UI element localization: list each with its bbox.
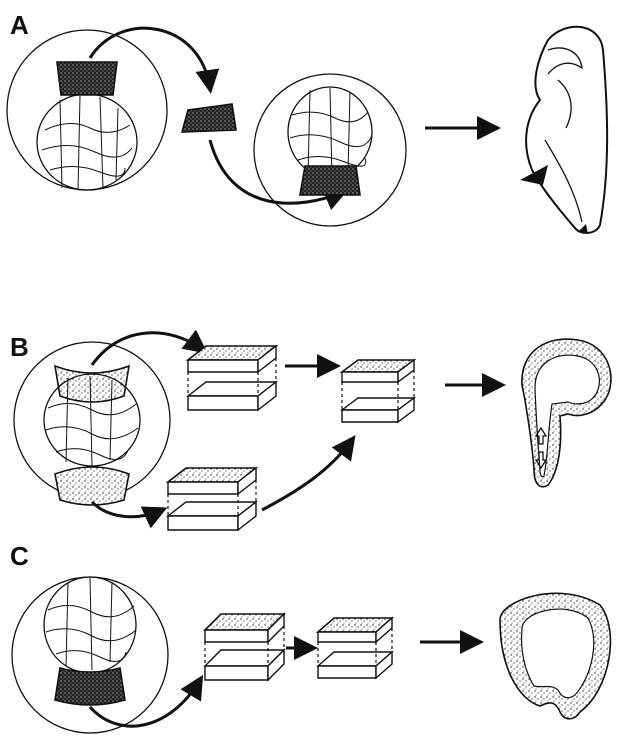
panel-b-explant-lower — [168, 468, 256, 530]
panel-b-donor-embryo — [14, 342, 170, 505]
panel-b-arrow-combine-bottom — [262, 440, 352, 510]
panel-label-a: A — [10, 10, 29, 40]
panel-a-donor-embryo — [7, 30, 167, 190]
panel-c-donor-embryo — [12, 577, 168, 733]
panel-b-recombinant — [342, 360, 414, 422]
panel-c-explant — [205, 614, 284, 680]
panel-a-explant — [182, 104, 236, 132]
panel-label-b: B — [10, 332, 29, 362]
panel-c-neural-outcome — [500, 593, 610, 718]
panel-b-explant-upper — [188, 346, 276, 410]
panel-c-recombinant — [318, 618, 392, 678]
panel-b-neural-outcome — [522, 339, 611, 487]
panel-label-c: C — [10, 541, 29, 571]
panel-a-neural-outcome — [520, 27, 607, 234]
panel-b-arrow-upper — [92, 333, 203, 365]
